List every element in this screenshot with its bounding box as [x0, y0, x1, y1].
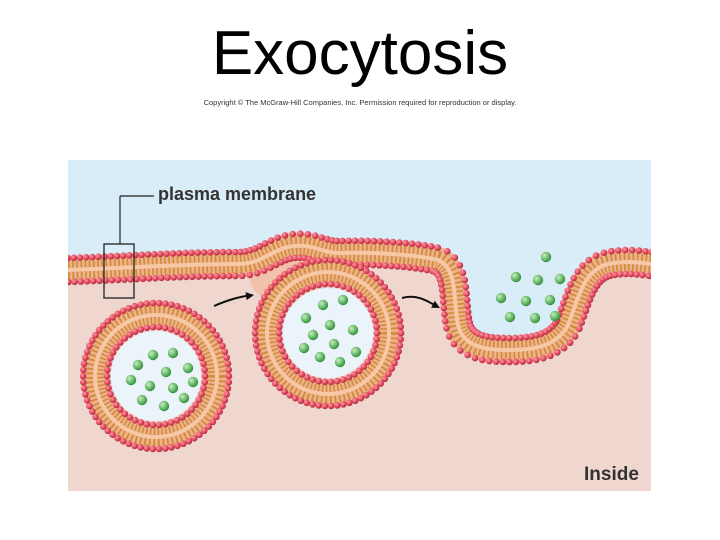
cargo-molecule — [136, 394, 148, 406]
cargo-molecule — [510, 271, 522, 283]
cargo-molecule — [300, 312, 312, 324]
secretory-vesicle-lumen — [111, 331, 201, 421]
cargo-molecule — [554, 273, 566, 285]
cargo-molecule — [144, 380, 156, 392]
arrow-to-fusion — [213, 292, 254, 307]
cargo-molecule — [147, 349, 159, 361]
slide-title: Exocytosis — [211, 19, 509, 88]
secretory-vesicle — [79, 299, 233, 453]
plasma-membrane-label: plasma membrane — [158, 184, 316, 204]
cargo-molecule — [182, 362, 194, 374]
cargo-molecule — [307, 329, 319, 341]
cargo-molecule — [167, 382, 179, 394]
cargo-molecule — [167, 347, 179, 359]
cargo-molecule — [347, 324, 359, 336]
cargo-molecule — [549, 310, 561, 322]
cargo-molecule — [544, 294, 556, 306]
cargo-molecule — [178, 392, 190, 404]
cargo-molecule — [317, 299, 329, 311]
cargo-molecule — [520, 295, 532, 307]
cargo-molecule — [298, 342, 310, 354]
cargo-molecule — [324, 319, 336, 331]
copyright-notice: Copyright © The McGraw-Hill Companies, I… — [203, 98, 517, 107]
cargo-molecule — [350, 346, 362, 358]
membrane-segment-bracket — [103, 243, 135, 299]
cargo-molecule — [125, 374, 137, 386]
cargo-molecule — [334, 356, 346, 368]
arrow-to-release — [401, 295, 440, 308]
inside-label: Inside — [584, 464, 639, 485]
cargo-molecule — [504, 311, 516, 323]
cargo-molecule — [132, 359, 144, 371]
membrane-heads — [68, 230, 651, 366]
cargo-molecule — [160, 366, 172, 378]
cargo-molecule — [187, 376, 199, 388]
cargo-molecule — [328, 338, 340, 350]
cargo-molecule — [540, 251, 552, 263]
fusing-vesicle-lumen — [283, 288, 373, 378]
cargo-molecule — [158, 400, 170, 412]
membrane-midplane — [68, 243, 651, 353]
cargo-molecule — [532, 274, 544, 286]
fusing-vesicle — [251, 256, 405, 410]
cargo-molecule — [495, 292, 507, 304]
cargo-molecule — [337, 294, 349, 306]
cargo-molecule — [314, 351, 326, 363]
cargo-molecule — [529, 312, 541, 324]
